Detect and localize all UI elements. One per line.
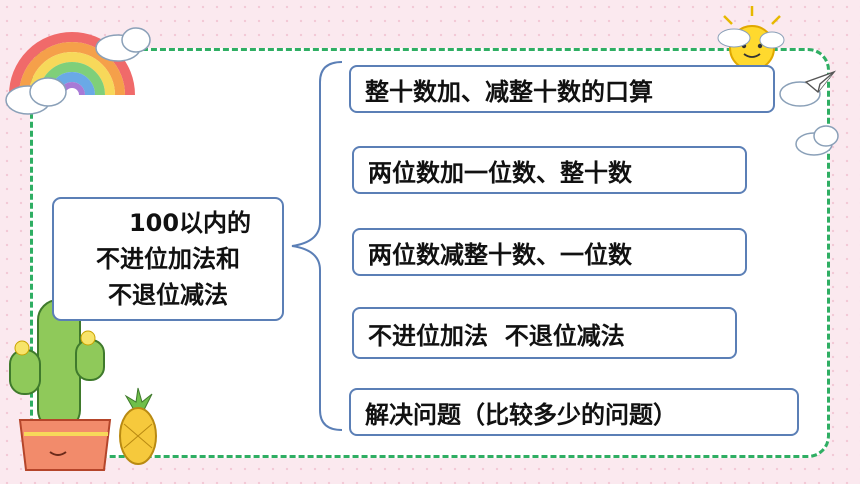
topic-line-1: 100以内的 <box>128 209 252 237</box>
item-label: 两位数加一位数、整十数 <box>368 158 632 187</box>
item-box-5: 解决问题（比较多少的问题） <box>349 388 799 436</box>
bracket-line <box>291 61 343 431</box>
pineapple-icon <box>119 387 157 465</box>
cactus-icon <box>9 299 112 471</box>
item-box-4: 不进位加法 不退位减法 <box>352 307 737 359</box>
sun-icon <box>717 6 785 71</box>
item-label: 不进位加法 不退位减法 <box>368 321 625 350</box>
cloud-icon <box>5 27 839 156</box>
topic-line-3: 不退位减法 <box>108 281 228 309</box>
item-box-3: 两位数减整十数、一位数 <box>352 228 747 276</box>
item-box-1: 整十数加、减整十数的口算 <box>349 65 775 113</box>
item-label: 两位数减整十数、一位数 <box>368 240 632 269</box>
paper-plane-icon <box>804 70 837 93</box>
topic-line-2: 不进位加法和 <box>96 245 240 273</box>
item-label: 解决问题（比较多少的问题） <box>365 400 677 429</box>
topic-box: 100以内的 不进位加法和 不退位减法 <box>52 197 284 321</box>
item-box-2: 两位数加一位数、整十数 <box>352 146 747 194</box>
item-label: 整十数加、减整十数的口算 <box>365 77 653 106</box>
